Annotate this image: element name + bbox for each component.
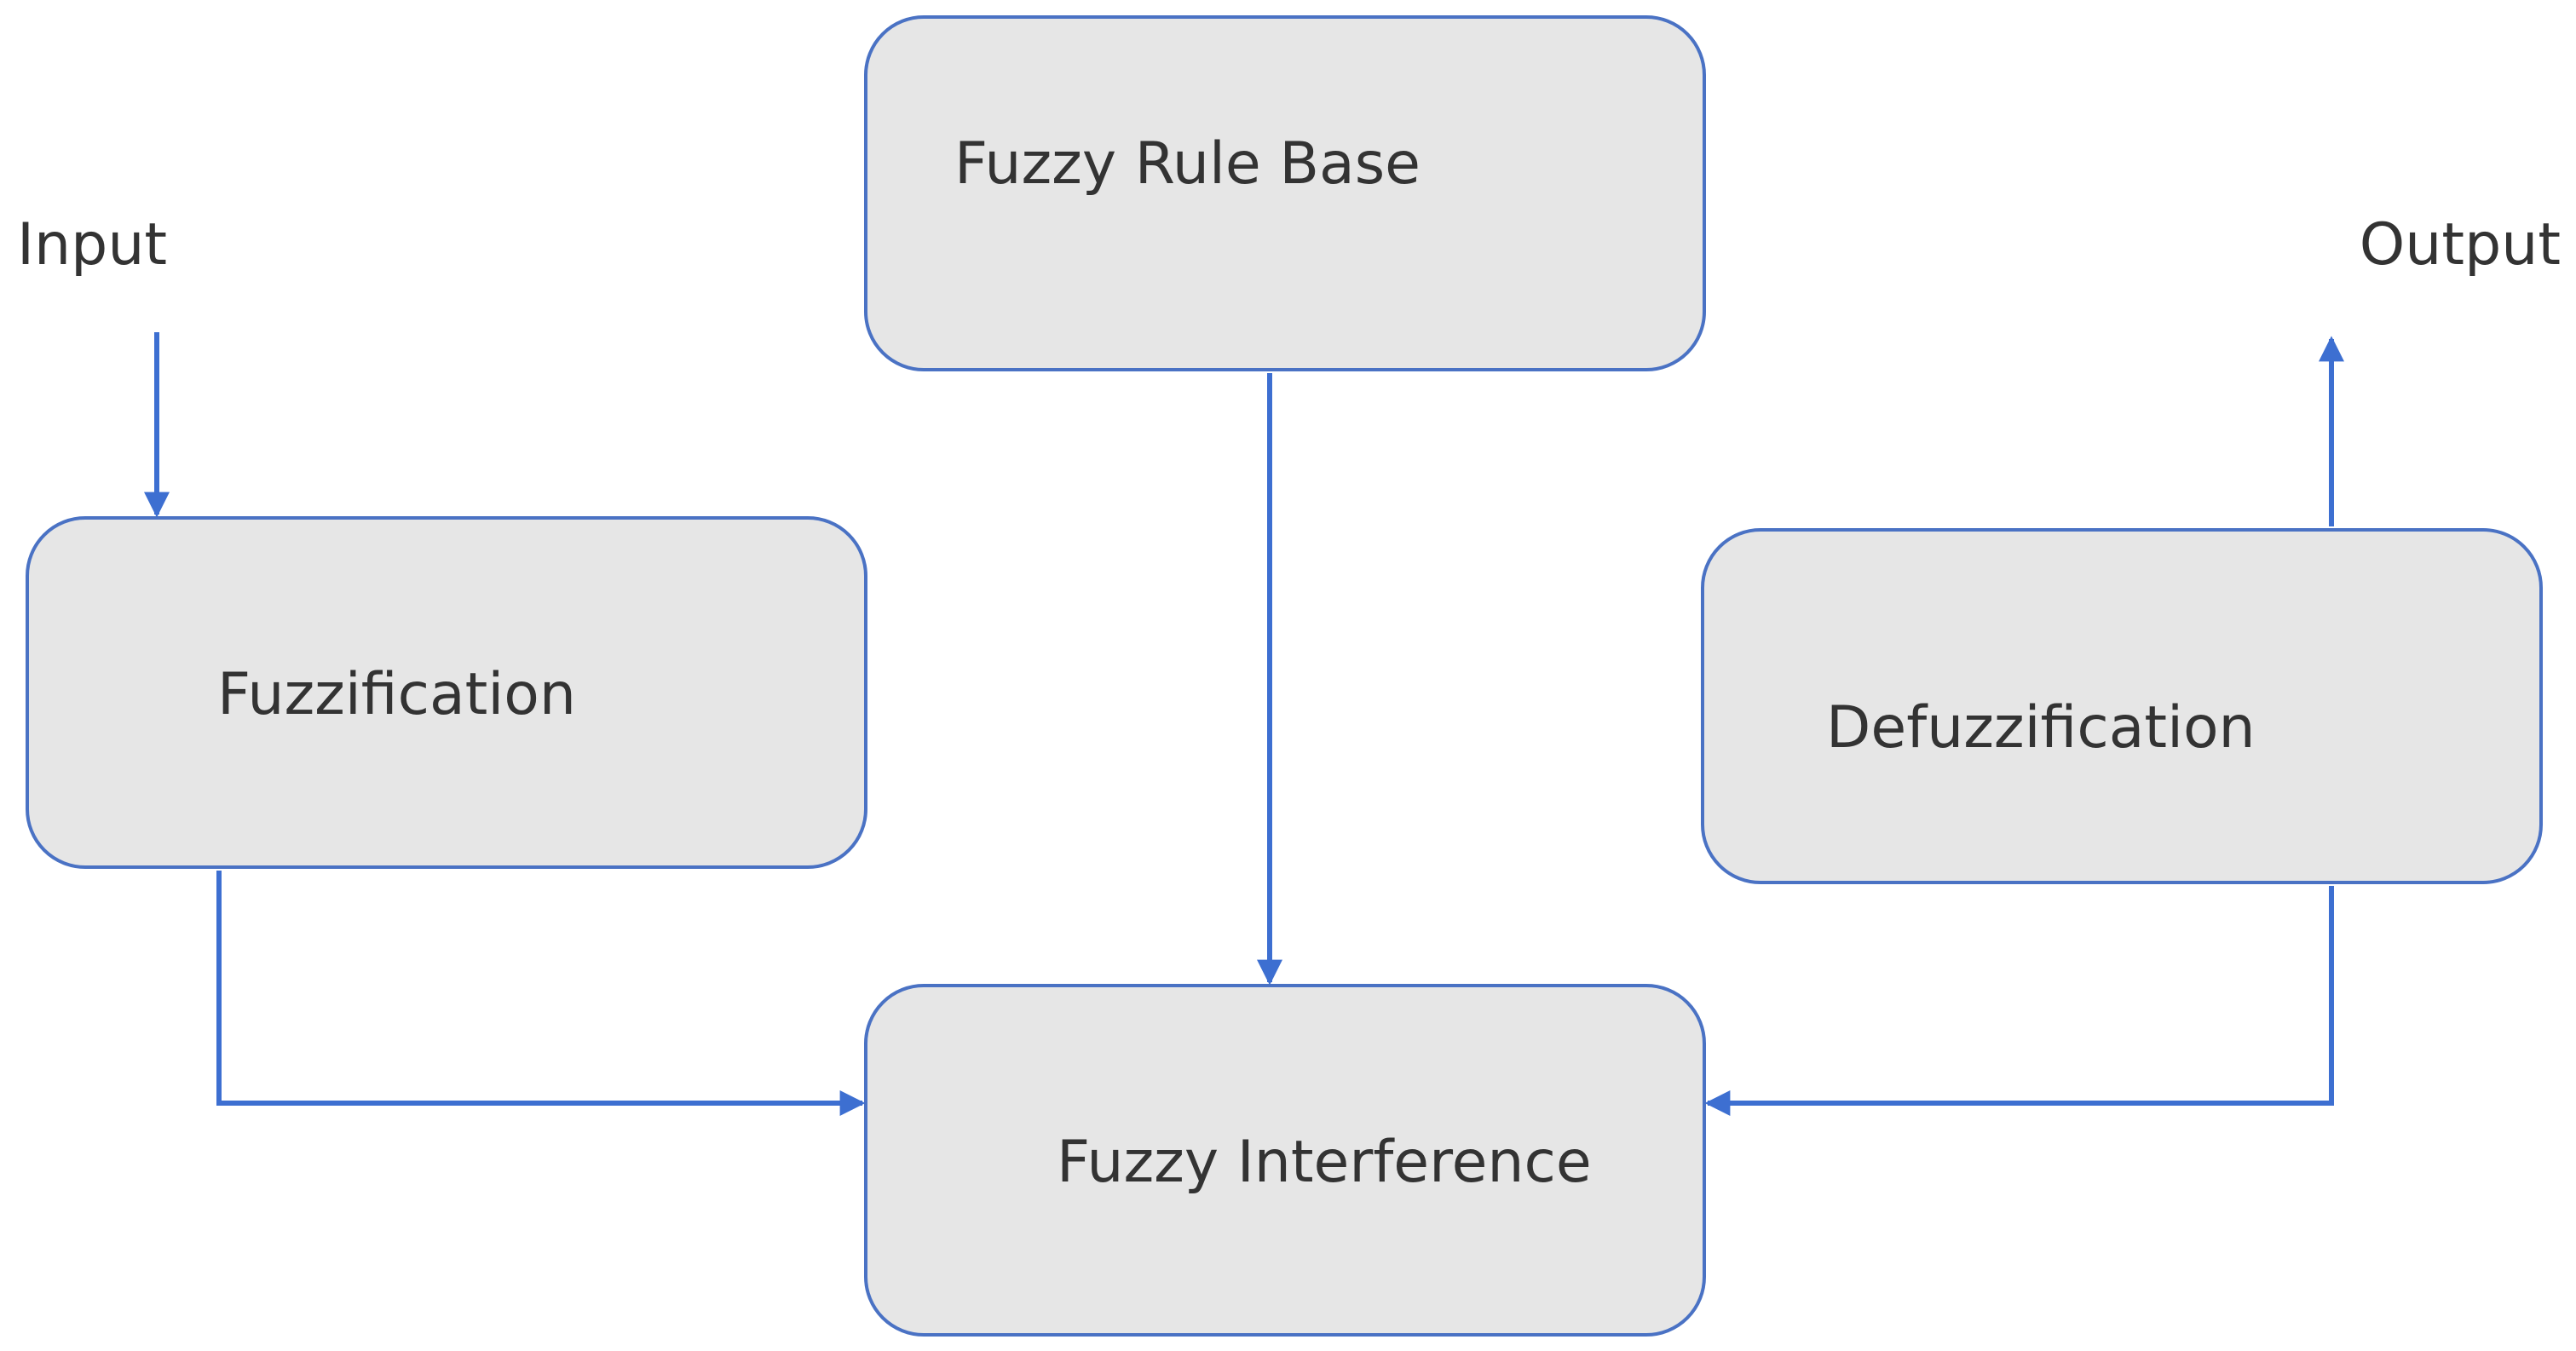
fuzzy-rule-base-label: Fuzzy Rule Base [954, 130, 1421, 198]
fuzzification-node: Fuzzification [26, 516, 867, 869]
output-label: Output [2360, 211, 2561, 279]
input-label: Input [17, 211, 167, 279]
fuzzification-box [26, 516, 867, 869]
fuzzy-interference-node: Fuzzy Interference [864, 984, 1706, 1337]
defuzzification-node: Defuzzification [1701, 528, 2543, 884]
fuzzy-rule-base-box [864, 15, 1706, 371]
fuzzy-interference-label: Fuzzy Interference [1057, 1129, 1592, 1196]
fuzzification-label: Fuzzification [217, 661, 576, 728]
defuzzification-label: Defuzzification [1826, 694, 2256, 762]
fuzzy-interference-box [864, 984, 1706, 1337]
fuzzification-to-interference-arrow [216, 871, 866, 1116]
fuzzy-rule-base-node: Fuzzy Rule Base [864, 15, 1706, 371]
defuzzification-to-interference-arrow [1704, 886, 2334, 1116]
defuzzification-box [1701, 528, 2543, 884]
